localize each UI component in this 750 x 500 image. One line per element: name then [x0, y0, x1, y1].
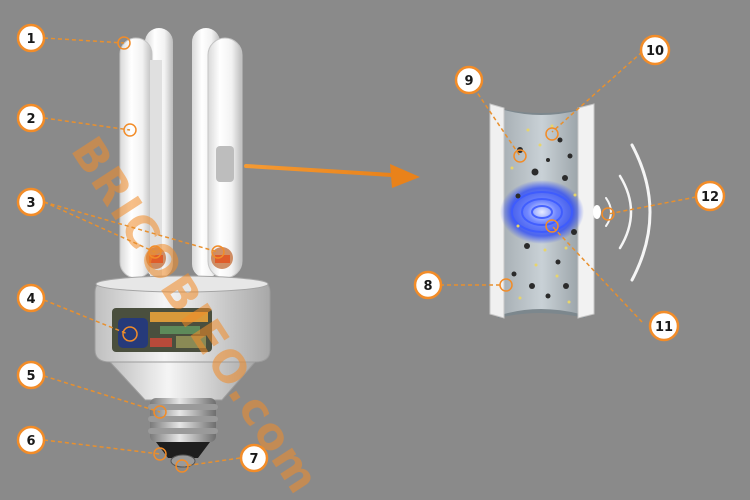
svg-text:2: 2: [26, 112, 35, 127]
callout-9: 9: [454, 65, 484, 95]
callout-8: 8: [413, 270, 443, 300]
svg-text:8: 8: [423, 279, 432, 294]
glass-wall-left: [489, 103, 505, 319]
svg-text:1: 1: [26, 32, 35, 47]
plasma-glow: [500, 180, 584, 244]
callout-7: 7: [239, 443, 269, 473]
target-rings: [117, 36, 615, 473]
callout-10: 10: [639, 34, 671, 66]
zoom-arrow: [244, 164, 420, 188]
svg-text:6: 6: [26, 434, 35, 449]
plasma-rings: [511, 191, 573, 233]
screw-base: [148, 398, 218, 468]
cfl-lamp: [94, 28, 271, 468]
callout-11: 11: [648, 310, 680, 342]
callout-3: 3: [16, 187, 46, 217]
leader-lines: [43, 37, 697, 467]
callout-6: 6: [16, 425, 46, 455]
callout-1: 1: [16, 23, 46, 53]
svg-text:7: 7: [249, 452, 258, 467]
svg-text:11: 11: [655, 320, 673, 335]
housing-top-rim: [95, 275, 269, 293]
callout-5: 5: [16, 360, 46, 390]
svg-text:12: 12: [701, 190, 719, 205]
svg-text:9: 9: [464, 74, 473, 89]
tube-bridge: [150, 60, 162, 280]
callout-4: 4: [16, 283, 46, 313]
svg-text:5: 5: [26, 369, 35, 384]
gas-particles: [510, 124, 577, 304]
tube-label-patch: [216, 146, 234, 182]
svg-text:4: 4: [26, 292, 35, 307]
light-waves: [605, 143, 652, 282]
callout-2: 2: [16, 103, 46, 133]
svg-text:3: 3: [26, 196, 35, 211]
photon: [593, 205, 601, 219]
svg-text:10: 10: [646, 44, 664, 59]
mercury-atoms: [511, 137, 577, 299]
callouts: 1 2 3 4 5 6 7 8: [16, 23, 726, 473]
callout-12: 12: [694, 180, 726, 212]
lamp-neck: [108, 361, 257, 401]
glass-wall-right: [577, 103, 595, 319]
